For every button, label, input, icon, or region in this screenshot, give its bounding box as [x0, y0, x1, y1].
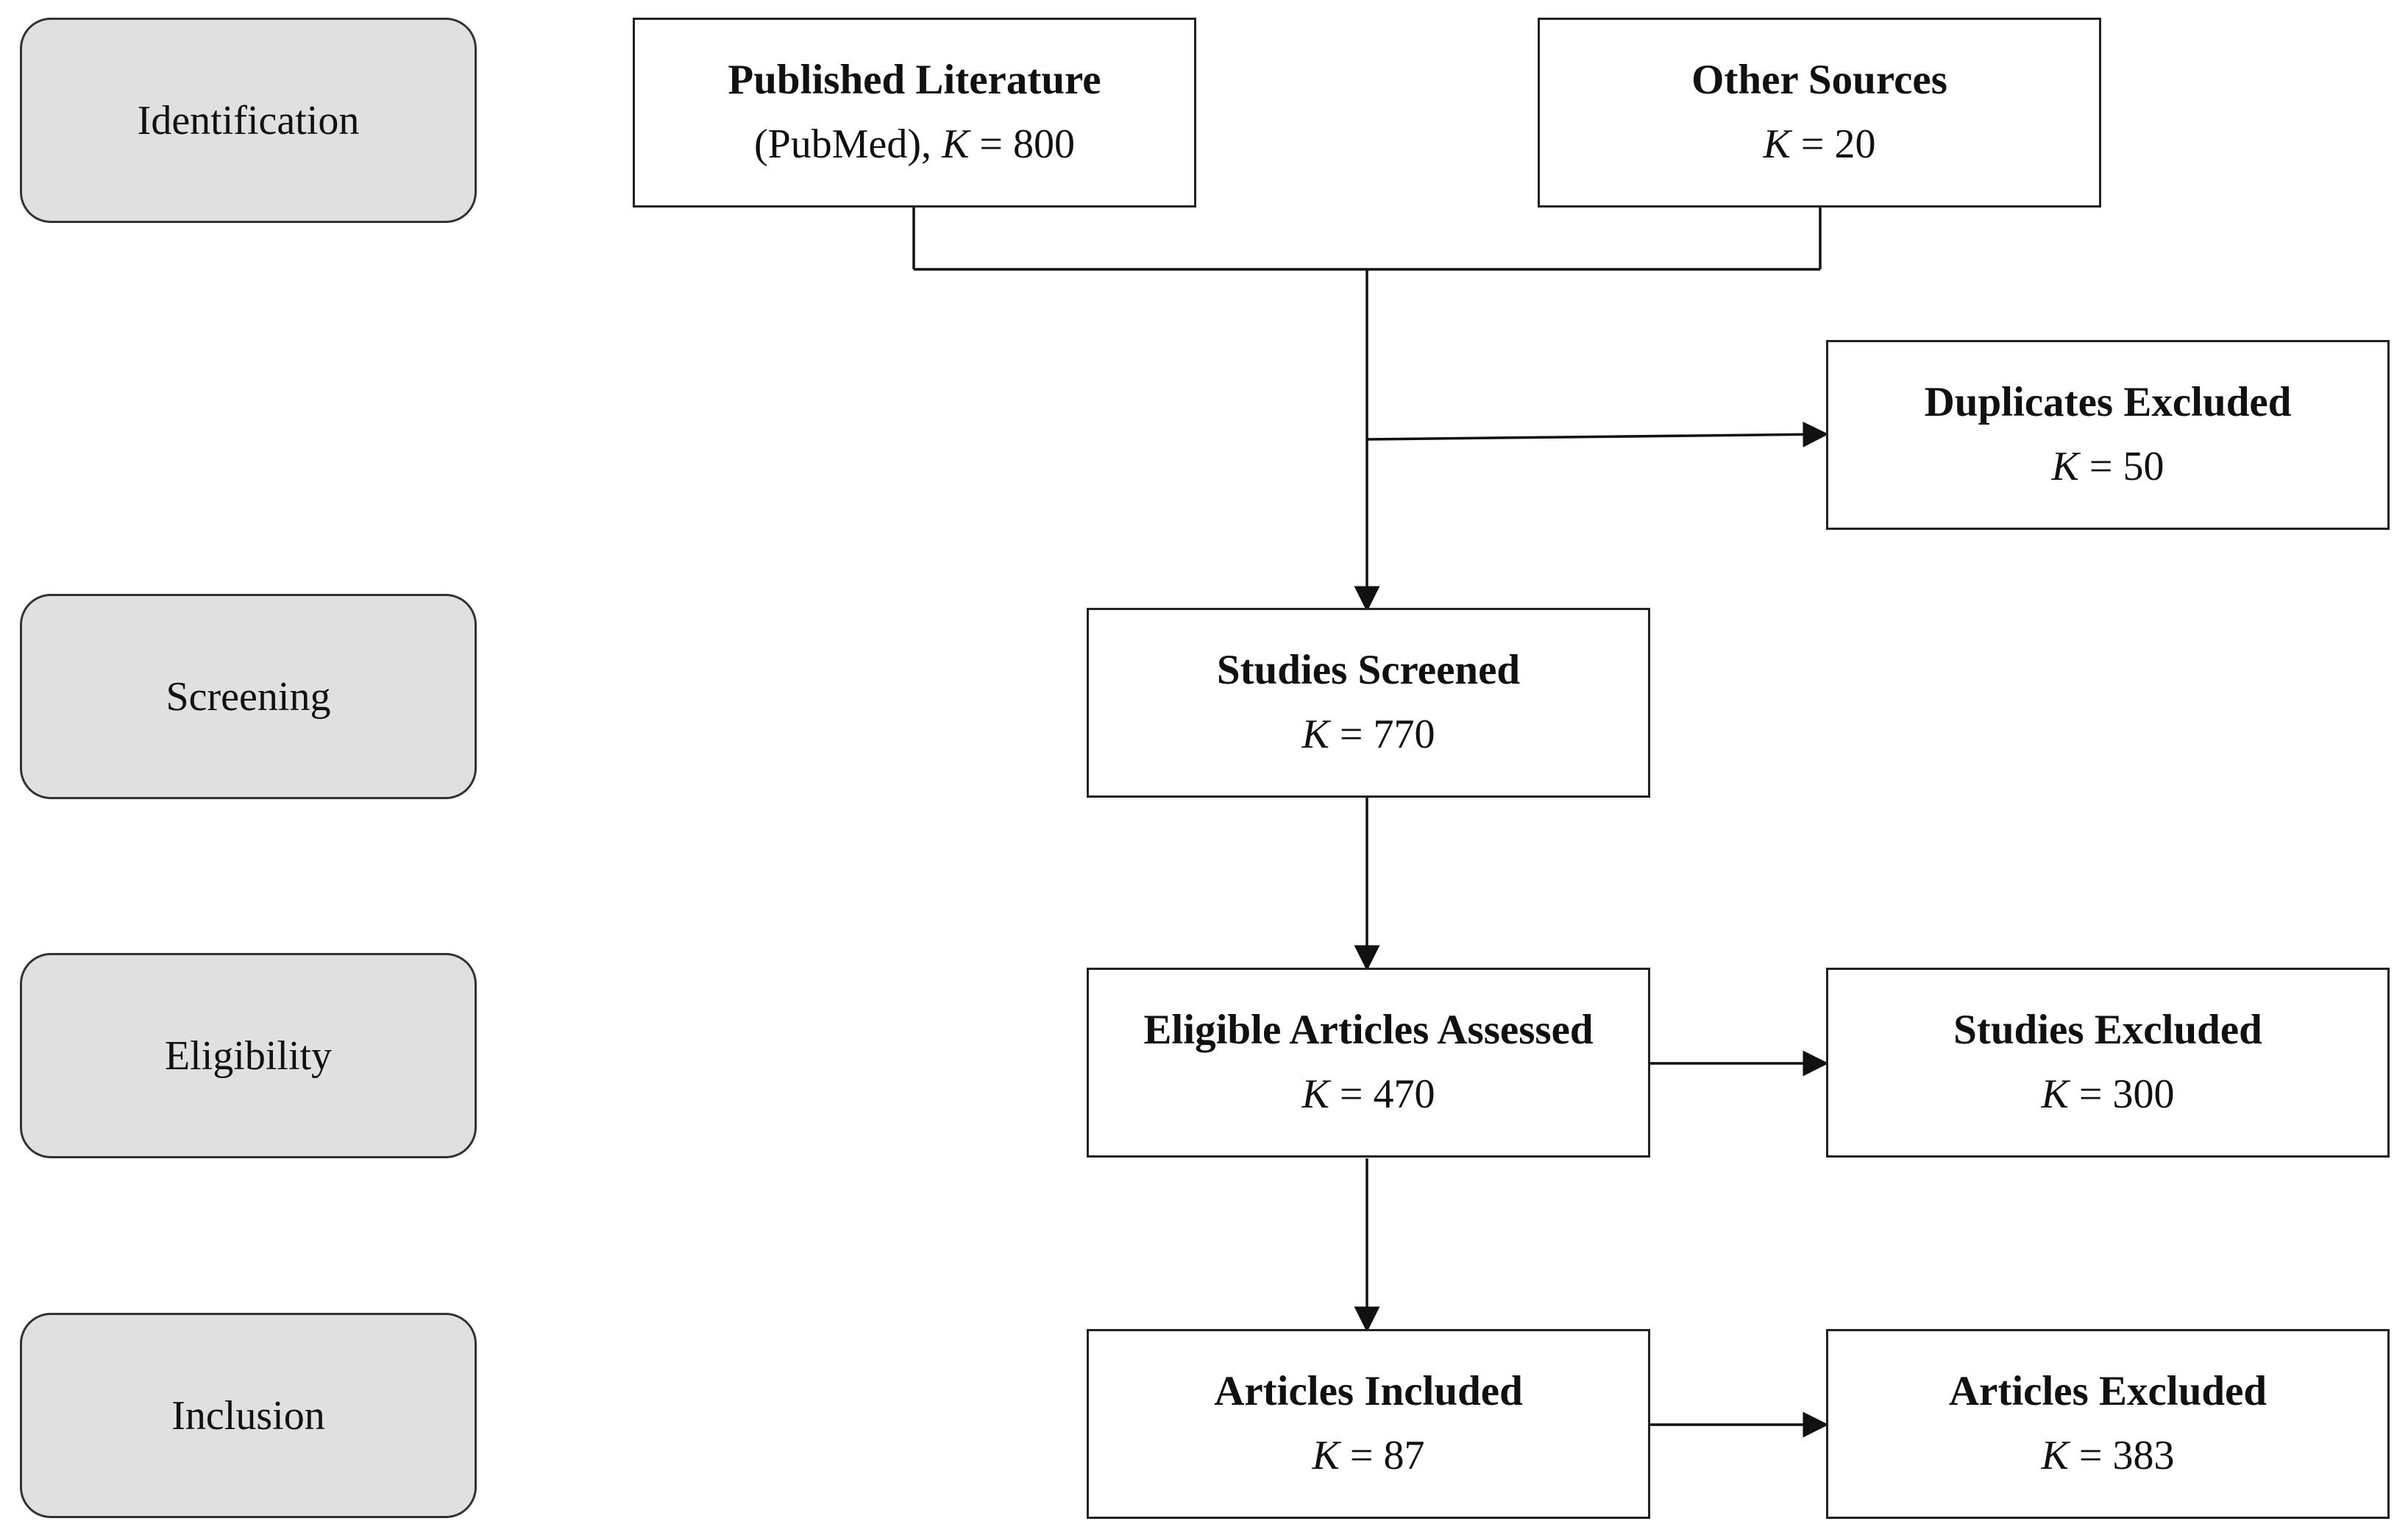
box-other-sources-count: K = 20: [1763, 121, 1876, 168]
box-studies-screened: Studies Screened K = 770: [1087, 608, 1650, 798]
box-duplicates-excluded-title: Duplicates Excluded: [1924, 378, 2292, 425]
stage-eligibility-label: Eligibility: [164, 1032, 333, 1079]
box-published-literature: Published Literature (PubMed), K = 800: [633, 18, 1196, 208]
stage-identification-label: Identification: [137, 97, 360, 143]
box-other-sources-title: Other Sources: [1691, 56, 1947, 103]
stage-inclusion: Inclusion: [20, 1313, 477, 1518]
box-duplicates-excluded-count: K = 50: [2051, 444, 2164, 490]
box-articles-included-count: K = 87: [1312, 1433, 1425, 1479]
stage-inclusion-label: Inclusion: [171, 1392, 325, 1439]
arrow-to-duplicates-excluded: [1366, 421, 1829, 447]
box-articles-excluded-count: K = 383: [2041, 1433, 2175, 1479]
box-studies-screened-title: Studies Screened: [1216, 646, 1521, 693]
box-articles-included: Articles Included K = 87: [1087, 1329, 1650, 1519]
box-eligible-assessed: Eligible Articles Assessed K = 470: [1087, 968, 1650, 1158]
box-studies-excluded: Studies Excluded K = 300: [1826, 968, 2390, 1158]
stage-identification: Identification: [20, 18, 477, 223]
box-eligible-assessed-count: K = 470: [1301, 1071, 1435, 1118]
box-articles-excluded-title: Articles Excluded: [1948, 1367, 2267, 1414]
box-published-literature-title: Published Literature: [728, 56, 1101, 103]
box-duplicates-excluded: Duplicates Excluded K = 50: [1826, 340, 2390, 530]
box-other-sources: Other Sources K = 20: [1538, 18, 2101, 208]
box-articles-included-title: Articles Included: [1214, 1367, 1523, 1414]
box-studies-excluded-count: K = 300: [2041, 1071, 2175, 1118]
box-articles-excluded: Articles Excluded K = 383: [1826, 1329, 2390, 1519]
stage-screening-label: Screening: [166, 673, 331, 720]
stage-eligibility: Eligibility: [20, 953, 477, 1158]
box-studies-excluded-title: Studies Excluded: [1953, 1006, 2262, 1053]
box-published-literature-count: (PubMed), K = 800: [753, 121, 1076, 168]
box-eligible-assessed-title: Eligible Articles Assessed: [1143, 1006, 1594, 1053]
box-studies-screened-count: K = 770: [1301, 712, 1435, 758]
stage-screening: Screening: [20, 594, 477, 799]
